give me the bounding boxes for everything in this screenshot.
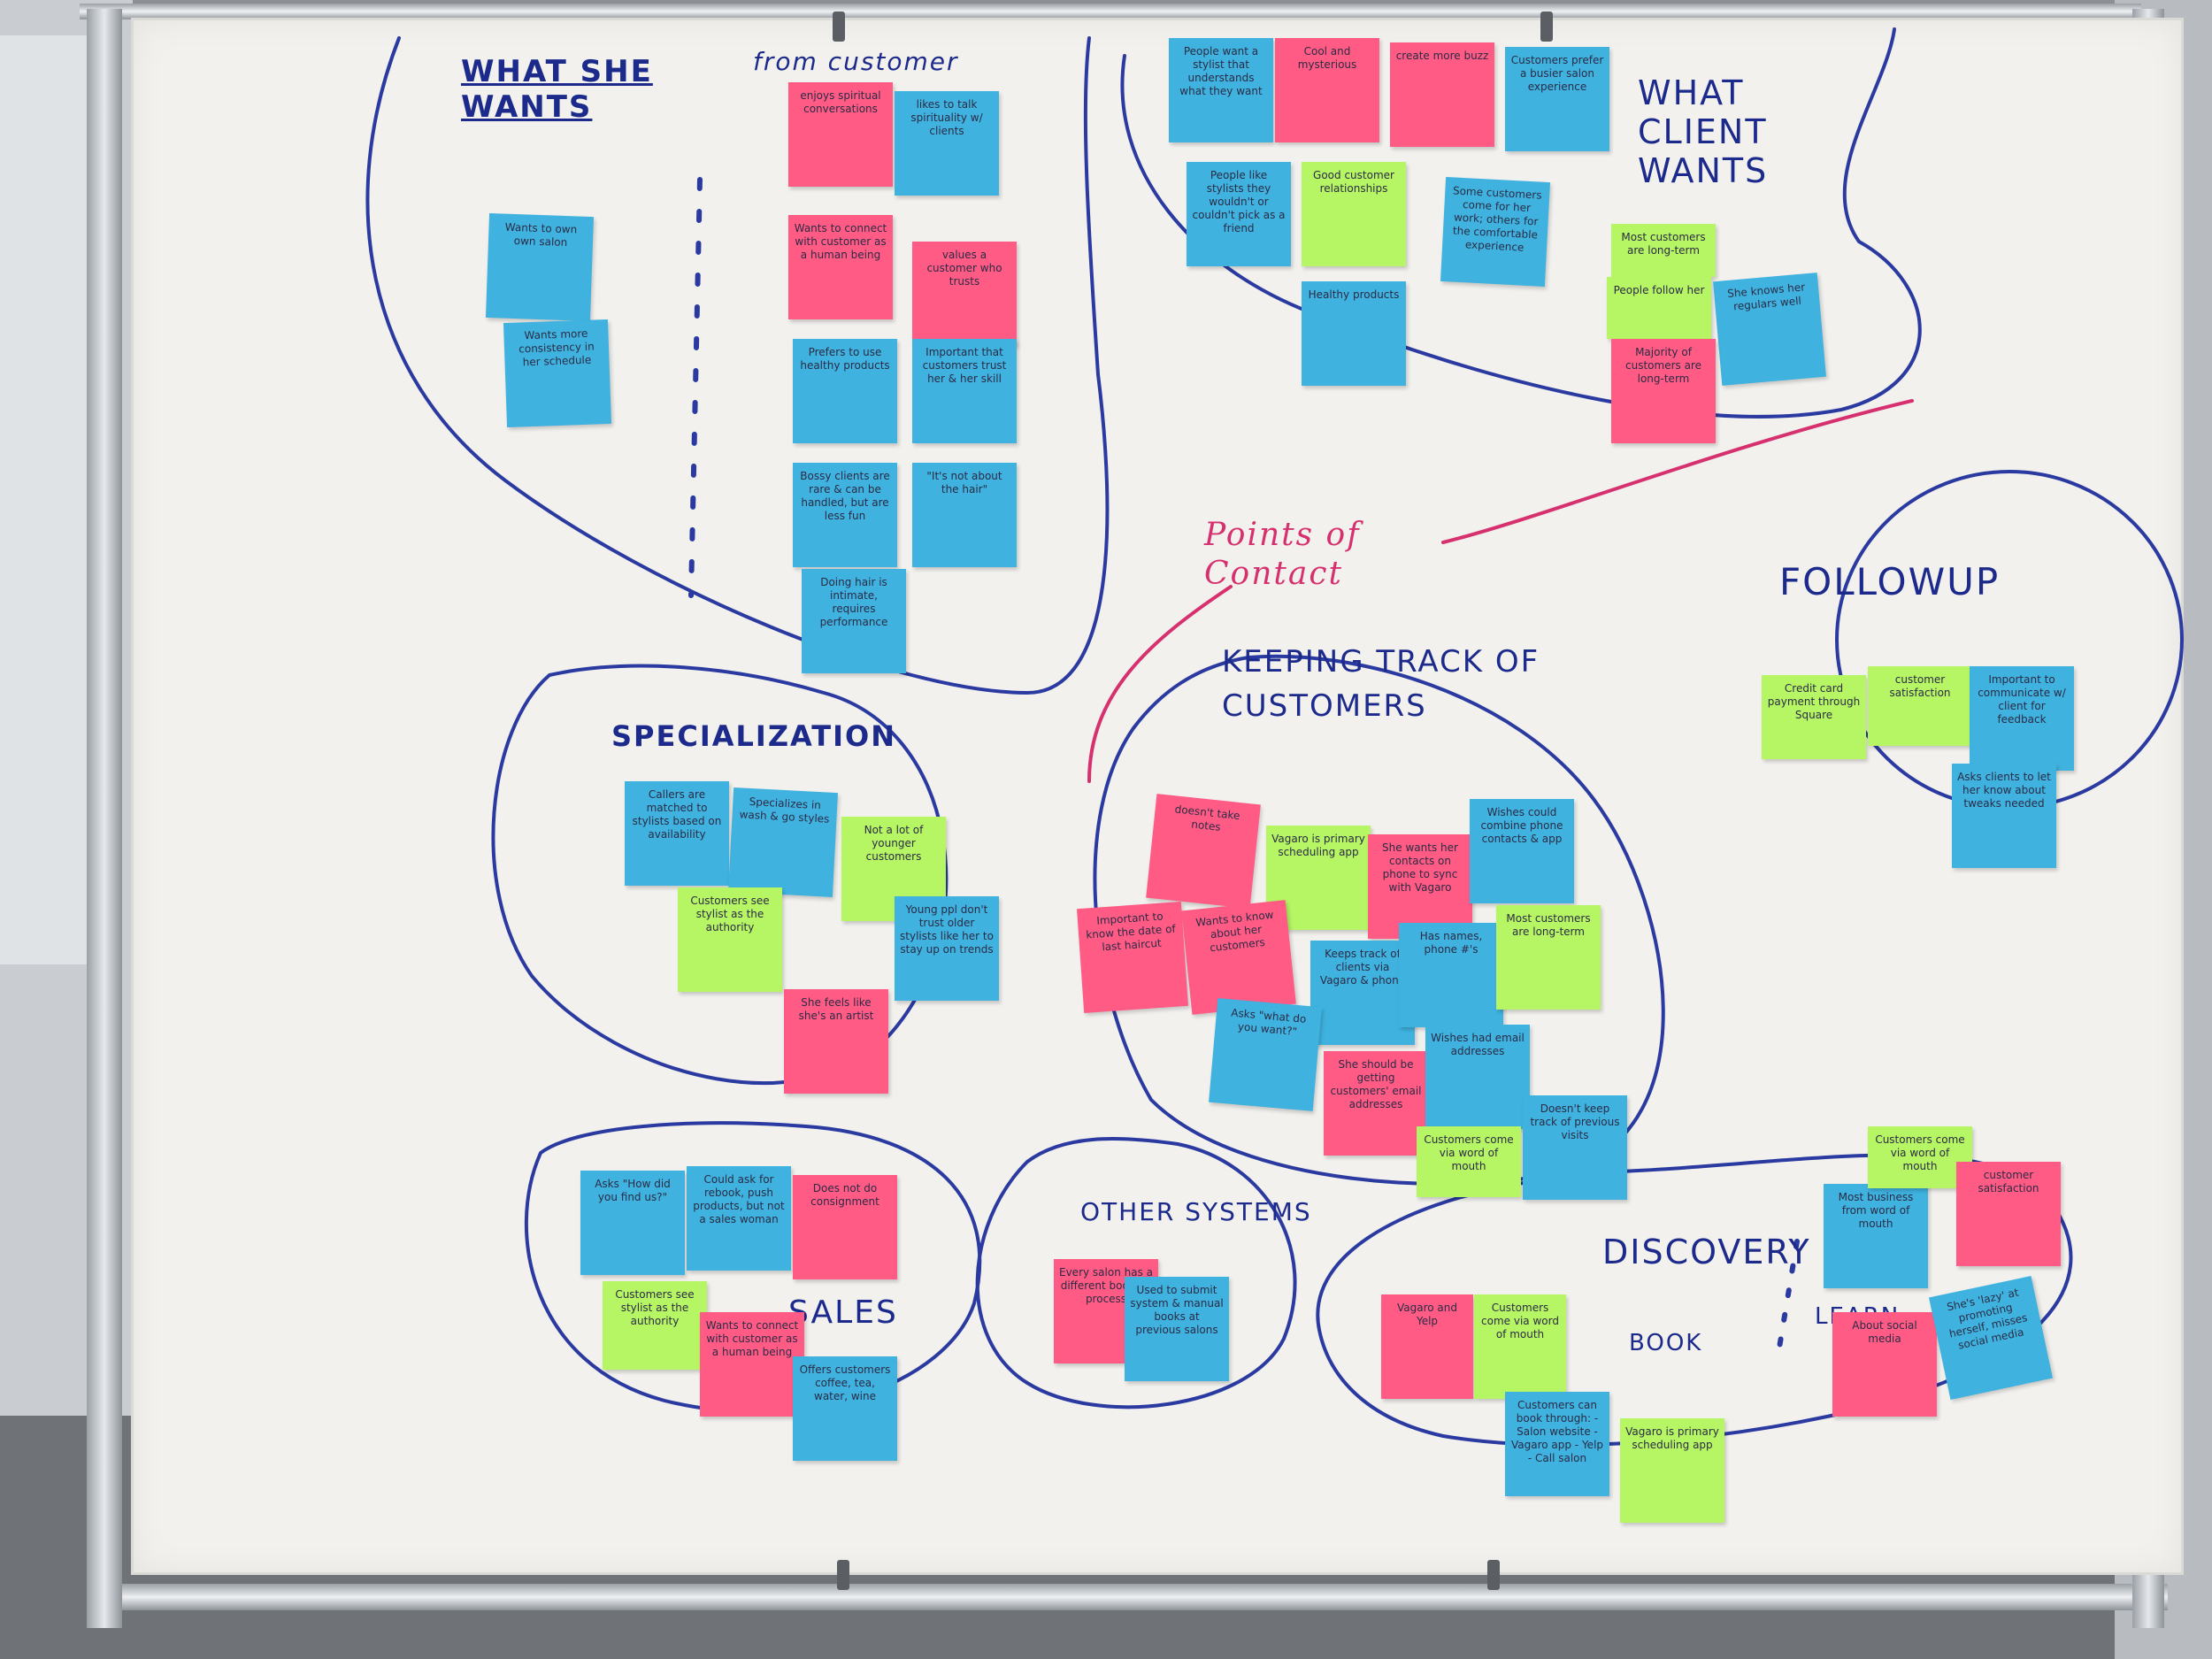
sticky-note: Doesn't keep track of previous visits bbox=[1523, 1095, 1627, 1200]
board-clip bbox=[1540, 12, 1553, 42]
sticky-note: customer satisfaction bbox=[1956, 1162, 2061, 1266]
heading-discovery: DISCOVERY bbox=[1602, 1233, 1811, 1271]
sticky-note: Offers customers coffee, tea, water, win… bbox=[793, 1356, 897, 1461]
sticky-note: customer satisfaction bbox=[1868, 666, 1972, 746]
frame-left-post bbox=[87, 9, 122, 1628]
sticky-note: Customers see stylist as the authority bbox=[603, 1281, 707, 1370]
sticky-note: Customers come via word of mouth bbox=[1417, 1126, 1521, 1197]
sticky-note: Keeps track of clients via Vagaro & phon… bbox=[1310, 941, 1415, 1045]
sticky-note: Young ppl don't trust older stylists lik… bbox=[895, 896, 999, 1001]
sticky-note: Could ask for rebook, push products, but… bbox=[687, 1166, 791, 1271]
sticky-note: People like stylists they wouldn't or co… bbox=[1187, 162, 1291, 266]
sticky-note: "It's not about the hair" bbox=[912, 463, 1017, 567]
heading-what-client-wants: WHAT CLIENT WANTS bbox=[1638, 73, 1769, 190]
sticky-note: She feels like she's an artist bbox=[784, 989, 888, 1094]
sticky-note: People follow her bbox=[1607, 277, 1711, 339]
sticky-note: Callers are matched to stylists based on… bbox=[625, 781, 729, 886]
sticky-note: likes to talk spirituality w/ clients bbox=[895, 91, 999, 196]
sticky-note: Has names, phone #'s bbox=[1399, 923, 1503, 1027]
sticky-note: Customers see stylist as the authority bbox=[678, 887, 782, 992]
sticky-note: Wants to know about her customers bbox=[1181, 900, 1296, 1015]
frame-top-bar bbox=[80, 4, 2141, 19]
heading-points-of-contact: Points of Contact bbox=[1204, 517, 1361, 592]
sticky-note: Specializes in wash & go styles bbox=[727, 787, 839, 898]
sticky-note: She's 'lazy' at promoting herself, misse… bbox=[1929, 1276, 2053, 1400]
sticky-note: Healthy products bbox=[1302, 281, 1406, 386]
sticky-note: Wants to own own salon bbox=[485, 212, 595, 322]
sticky-note: Prefers to use healthy products bbox=[793, 339, 897, 443]
sticky-note: Wants to connect with customer as a huma… bbox=[788, 215, 893, 319]
board-clip bbox=[1487, 1560, 1500, 1590]
sticky-note: Asks "How did you find us?" bbox=[580, 1171, 685, 1275]
sticky-note: Good customer relationships bbox=[1302, 162, 1406, 266]
sticky-note: Bossy clients are rare & can be handled,… bbox=[793, 463, 897, 567]
sticky-note: Cool and mysterious bbox=[1275, 38, 1379, 142]
heading-other-systems: OTHER SYSTEMS bbox=[1080, 1197, 1312, 1226]
sticky-note: Most customers are long-term bbox=[1496, 905, 1601, 1010]
sticky-note: Majority of customers are long-term bbox=[1611, 339, 1716, 443]
sticky-note: Wishes had email addresses bbox=[1425, 1025, 1530, 1129]
heading-followup: FOLLOWUP bbox=[1779, 560, 2001, 603]
sticky-note: Customers prefer a busier salon experien… bbox=[1505, 47, 1609, 151]
heading-what-she-wants: WHAT SHE WANTS bbox=[461, 54, 653, 125]
sticky-note: Important to know the date of last hairc… bbox=[1077, 902, 1188, 1013]
sticky-note: Wants to connect with customer as a huma… bbox=[700, 1312, 804, 1417]
sticky-note: Customers come via word of mouth bbox=[1474, 1294, 1566, 1399]
sticky-note: Important to communicate w/ client for f… bbox=[1970, 666, 2074, 771]
sticky-note: Customers come via word of mouth bbox=[1868, 1126, 1972, 1188]
sticky-note: Most business from word of mouth bbox=[1824, 1184, 1928, 1288]
sticky-note: values a customer who trusts bbox=[912, 242, 1017, 346]
heading-book: BOOK bbox=[1629, 1330, 1703, 1356]
heading-specialization: SPECIALIZATION bbox=[611, 719, 897, 753]
sticky-note: Doing hair is intimate, requires perform… bbox=[802, 569, 906, 673]
sticky-note: enjoys spiritual conversations bbox=[788, 82, 893, 187]
sticky-note: She should be getting customers' email a… bbox=[1324, 1051, 1428, 1156]
heading-from-customer: from customer bbox=[753, 47, 959, 76]
sticky-note: create more buzz bbox=[1390, 42, 1494, 147]
board-clip bbox=[837, 1560, 849, 1590]
sticky-note: Important that customers trust her & her… bbox=[912, 339, 1017, 443]
sticky-note: Asks "what do you want?" bbox=[1209, 998, 1322, 1111]
heading-keeping-track: KEEPING TRACK OF CUSTOMERS bbox=[1222, 644, 1540, 724]
sticky-note: doesn't take notes bbox=[1146, 794, 1261, 909]
sticky-note: Asks clients to let her know about tweak… bbox=[1952, 764, 2056, 868]
sticky-note: Some customers come for her work; others… bbox=[1440, 176, 1551, 288]
sticky-note: Wants more consistency in her schedule bbox=[503, 319, 612, 428]
sticky-note: She wants her contacts on phone to sync … bbox=[1368, 834, 1472, 939]
sticky-note: Credit card payment through Square bbox=[1762, 675, 1866, 759]
heading-sales: SALES bbox=[788, 1294, 898, 1331]
sticky-note: About social media bbox=[1832, 1312, 1937, 1417]
frame-bottom-bar bbox=[88, 1584, 2168, 1610]
whiteboard: WHAT SHE WANTS from customer WHAT CLIENT… bbox=[131, 12, 2184, 1590]
sticky-note: People want a stylist that understands w… bbox=[1169, 38, 1273, 142]
sticky-note: Customers can book through: - Salon webs… bbox=[1505, 1392, 1609, 1496]
sticky-note: Used to submit system & manual books at … bbox=[1125, 1277, 1229, 1381]
sticky-note: Most customers are long-term bbox=[1611, 224, 1716, 277]
sticky-note: She knows her regulars well bbox=[1713, 273, 1826, 386]
sticky-note: Does not do consignment bbox=[793, 1175, 897, 1279]
sticky-note: Vagaro and Yelp bbox=[1381, 1294, 1473, 1399]
sticky-note: Wishes could combine phone contacts & ap… bbox=[1470, 799, 1574, 903]
sticky-note: Vagaro is primary scheduling app bbox=[1620, 1418, 1724, 1523]
board-clip bbox=[833, 12, 845, 42]
